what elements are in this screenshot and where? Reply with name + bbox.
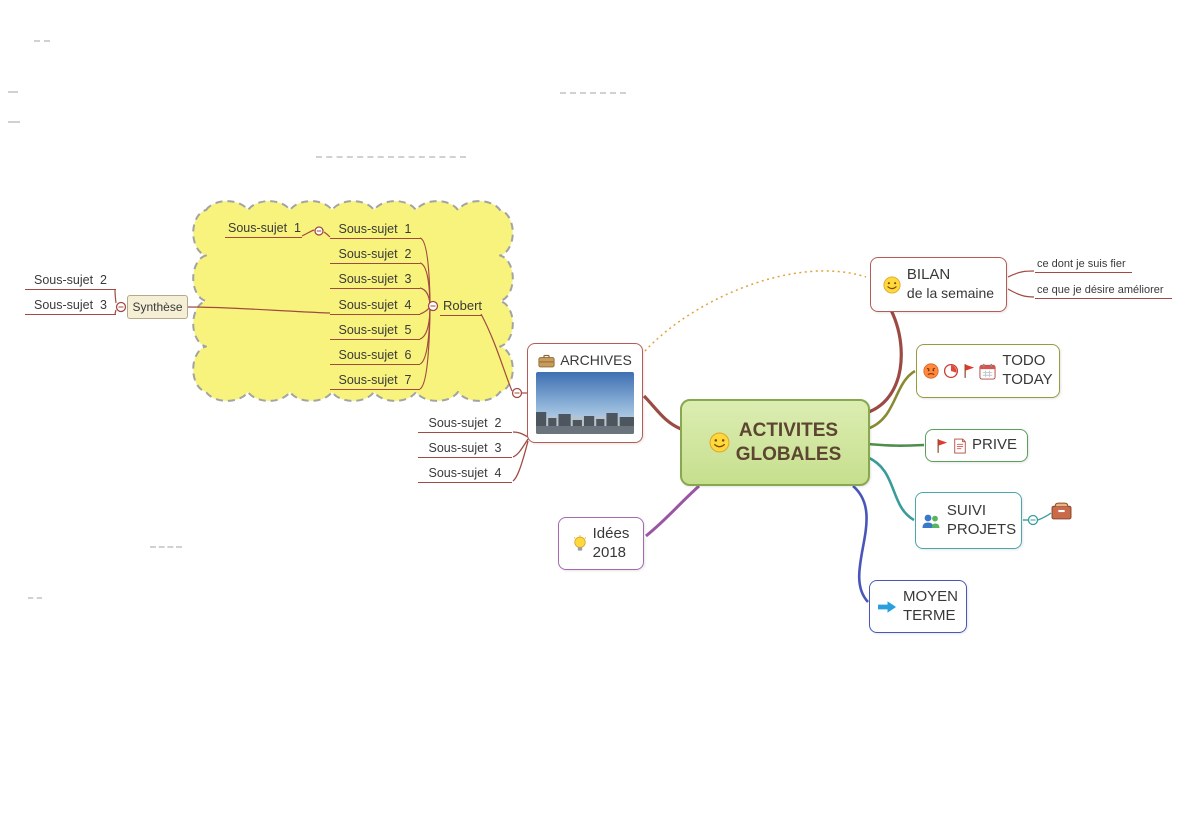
idees-line2: 2018 (592, 543, 627, 561)
archives-label: ARCHIVES (560, 351, 632, 368)
archives-photo (536, 372, 634, 435)
todo-line1: TODO (1002, 352, 1046, 370)
archives-header: ARCHIVES (538, 352, 632, 370)
branch-suivi (866, 455, 915, 522)
line-topic-robert[interactable]: Robert (440, 298, 482, 316)
line-topic-column[interactable]: Sous-sujet 1 (330, 222, 420, 239)
suivi-child-line (1023, 512, 1052, 521)
idees-line1: Idées (592, 524, 630, 542)
lightbulb-icon (573, 534, 587, 553)
line-topic-synthese-child[interactable]: Sous-sujet 3 (25, 298, 116, 315)
line-topic-column[interactable]: Sous-sujet 5 (330, 323, 420, 340)
node-archives[interactable]: ARCHIVES (527, 343, 643, 443)
suivi-line2: PROJETS (946, 520, 1017, 538)
line-topic-archives-child[interactable]: Sous-sujet 2 (418, 416, 512, 433)
line-topic-archives-child[interactable]: Sous-sujet 4 (418, 466, 512, 483)
stray-mark (150, 546, 182, 548)
flag-icon (936, 438, 948, 454)
central-title-line2: GLOBALES (735, 443, 842, 465)
suivi-line1: SUIVI (946, 501, 987, 519)
stray-mark (316, 156, 466, 158)
node-moyen-terme[interactable]: MOYEN TERME (869, 580, 967, 633)
synthese-label: Synthèse (132, 299, 183, 314)
sub-branch-lines (114, 229, 1035, 482)
line-topic-synthese-child[interactable]: Sous-sujet 2 (25, 273, 116, 290)
stray-mark (28, 597, 42, 599)
line-topic-floating[interactable]: Sous-sujet 1 (225, 221, 302, 238)
node-central-topic[interactable]: ACTIVITES GLOBALES (680, 399, 870, 486)
stray-mark (34, 40, 50, 42)
stray-mark (8, 91, 18, 93)
branch-curves (642, 284, 925, 603)
calendar-icon (979, 363, 996, 380)
line-topic-archives-child[interactable]: Sous-sujet 3 (418, 441, 512, 458)
line-topic-column[interactable]: Sous-sujet 6 (330, 348, 420, 365)
prive-label: PRIVE (971, 436, 1017, 454)
node-prive[interactable]: PRIVE (925, 429, 1028, 462)
stray-mark (560, 92, 626, 94)
cloud-boundary[interactable] (192, 200, 514, 402)
branch-idees (645, 484, 701, 538)
card-box-icon[interactable] (1051, 501, 1072, 520)
flag-icon (963, 363, 975, 379)
callout-bilan-child[interactable]: ce que je désire améliorer (1035, 284, 1172, 299)
city-skyline-image (536, 372, 634, 435)
todo-line2: TODAY (1002, 371, 1053, 388)
branch-todo (866, 369, 916, 431)
bilan-line1: BILAN (906, 266, 951, 284)
line-topic-column[interactable]: Sous-sujet 2 (330, 247, 420, 264)
angry-icon (923, 363, 939, 379)
node-idees[interactable]: Idées 2018 (558, 517, 644, 570)
smiley-icon (883, 275, 901, 294)
node-suivi-projets[interactable]: SUIVI PROJETS (915, 492, 1022, 549)
line-topic-column[interactable]: Sous-sujet 4 (330, 298, 420, 315)
smiley-icon (709, 432, 730, 453)
callout-bilan-child[interactable]: ce dont je suis fier (1035, 258, 1132, 273)
briefcase-icon (538, 354, 555, 368)
arrow-right-icon (878, 600, 897, 614)
node-synthese[interactable]: Synthèse (127, 295, 188, 319)
branch-moyen (852, 485, 869, 603)
line-topic-column[interactable]: Sous-sujet 7 (330, 373, 420, 390)
timer-icon (943, 363, 959, 379)
moyen-line2: TERME (903, 606, 956, 624)
branch-archives (642, 394, 682, 431)
people-icon (921, 512, 941, 530)
relationship-archives-bilan (644, 270, 867, 352)
moyen-line1: MOYEN (903, 587, 959, 605)
bilan-line2: de la semaine (906, 285, 995, 302)
node-todo-today[interactable]: TODO TODAY (916, 344, 1060, 398)
central-title-line1: ACTIVITES (738, 419, 839, 441)
node-bilan[interactable]: BILAN de la semaine (870, 257, 1007, 312)
memo-icon (953, 438, 967, 454)
branch-prive (867, 442, 925, 447)
stray-mark (8, 121, 20, 123)
collapse-buttons (115, 226, 1039, 526)
line-topic-column[interactable]: Sous-sujet 3 (330, 272, 420, 289)
